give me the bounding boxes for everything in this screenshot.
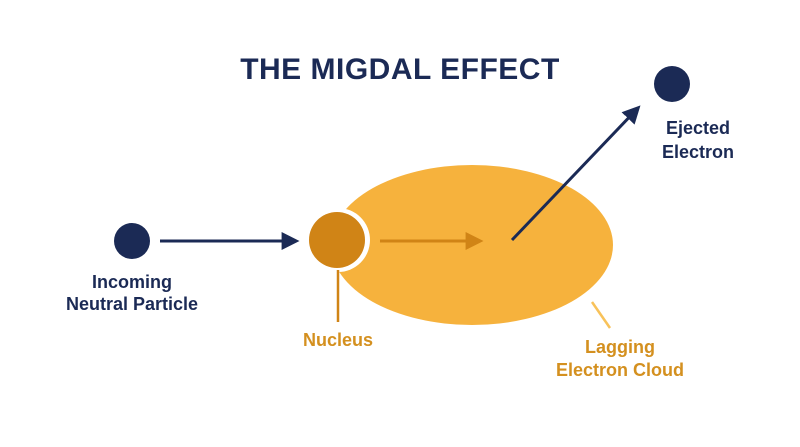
ejected-label-line2: Electron	[662, 142, 734, 162]
electron-cloud	[331, 165, 613, 325]
cloud-label-line2: Electron Cloud	[556, 360, 684, 380]
cloud-label-line1: Lagging	[585, 337, 655, 357]
incoming-label-line1: Incoming	[92, 272, 172, 292]
diagram-title: THE MIGDAL EFFECT	[240, 53, 560, 86]
ejected-electron	[654, 66, 690, 102]
ejected-electron-arrow	[510, 105, 641, 242]
cloud-pointer-line	[590, 301, 612, 329]
incoming-label-line2: Neutral Particle	[66, 294, 198, 314]
nucleus	[309, 212, 365, 268]
incoming-particle	[114, 223, 150, 259]
nucleus-label: Nucleus	[303, 330, 373, 350]
ejected-label-line1: Ejected	[666, 118, 730, 138]
